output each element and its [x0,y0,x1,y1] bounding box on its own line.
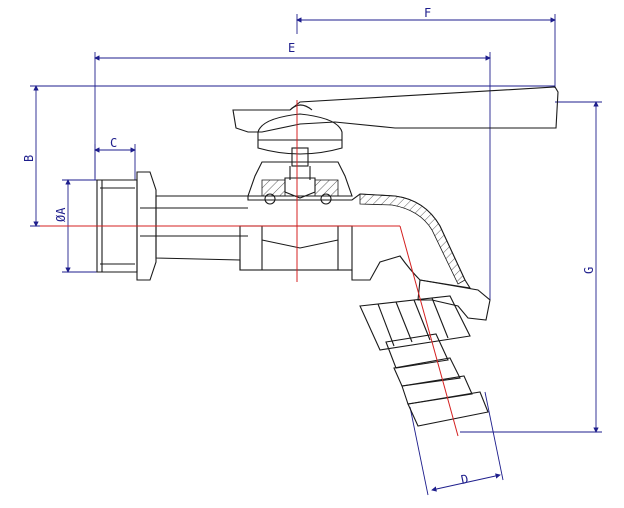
dimension-lines [30,14,602,496]
center-lines [40,100,459,437]
dim-label-d: D [460,472,470,487]
dim-label-e: E [288,41,295,55]
dim-label-c: C [110,136,117,150]
valve-stem [247,161,353,205]
dim-label-b: B [22,155,36,162]
lever-handle [232,86,559,167]
hose-coupling [359,279,491,427]
dim-label-a: ØA [54,207,68,222]
dim-label-f: F [424,6,431,20]
dim-label-g: G [582,267,596,274]
